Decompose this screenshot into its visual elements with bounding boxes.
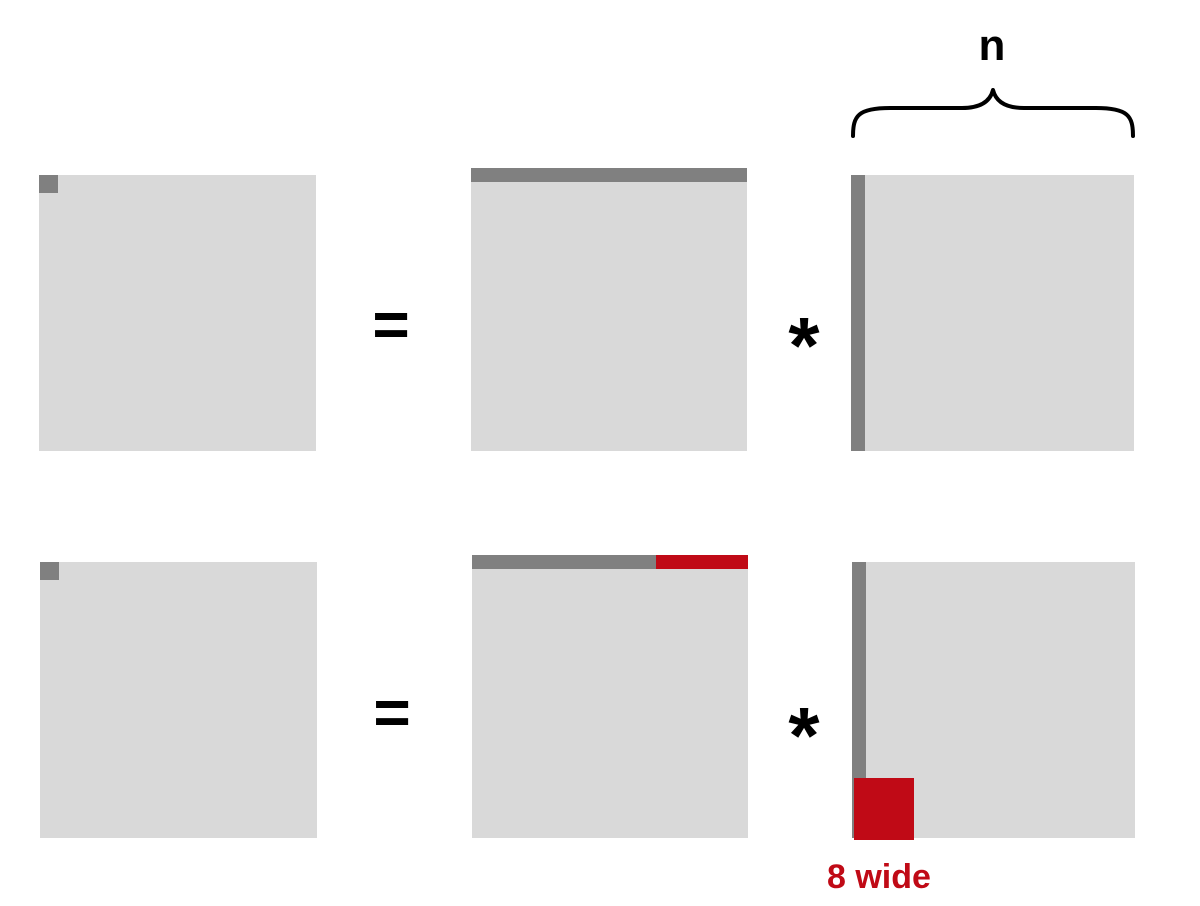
curly-brace-icon <box>851 88 1135 138</box>
block-highlight <box>854 778 914 840</box>
matrix-a <box>471 168 747 451</box>
multiply-sign: * <box>788 691 820 780</box>
result-matrix-c <box>39 175 316 451</box>
column-stripe <box>851 175 865 451</box>
equals-sign: = <box>373 676 411 748</box>
multiply-sign: * <box>788 301 820 390</box>
eight-wide-label: 8 wide <box>827 858 931 896</box>
matrix-a <box>472 555 748 838</box>
matrix-b <box>851 175 1134 451</box>
row-stripe <box>471 168 747 182</box>
result-element <box>39 175 58 193</box>
n-label: n <box>978 21 1006 70</box>
column-stripe <box>852 562 866 838</box>
row-stripe <box>472 555 656 569</box>
row-stripe-highlight <box>656 555 748 569</box>
result-element <box>40 562 59 580</box>
result-matrix-c <box>40 562 317 838</box>
equals-sign: = <box>372 288 410 360</box>
matrix-b <box>852 562 1135 840</box>
